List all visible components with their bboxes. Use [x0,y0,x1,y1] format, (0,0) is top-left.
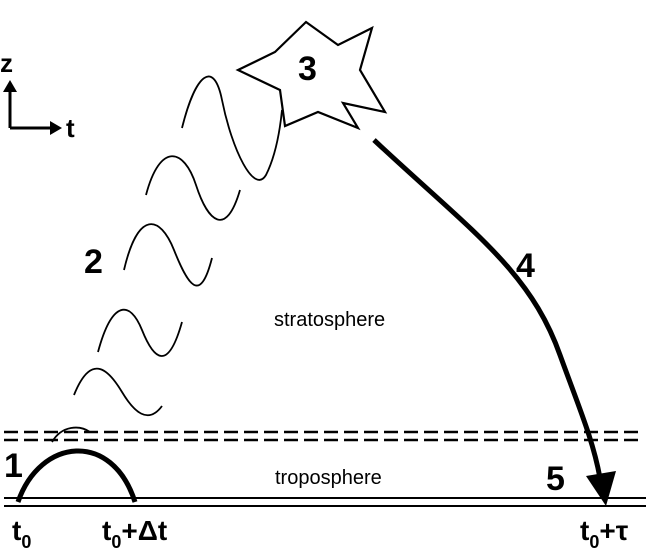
tdt-tail: +Δt [121,515,167,546]
tdt-sub: 0 [111,532,121,552]
t0-sub: 0 [21,532,31,552]
axis-indicator: z t [0,48,75,143]
wave-1 [51,426,91,443]
step-2-waves [51,75,283,443]
ttau-sub: 0 [589,532,599,552]
time-mark-t0: t0 [12,515,31,552]
time-mark-t0-plus-tau: t0+τ [580,515,629,552]
step-4-label: 4 [516,247,535,285]
time-mark-t0-plus-dt: t0+Δt [102,515,167,552]
tropopause [4,430,642,442]
step-5-label: 5 [546,460,565,498]
wave-3 [97,308,183,357]
descent-curve [372,138,603,479]
wave-6 [181,75,283,181]
ground [4,497,646,507]
step-1-arc [15,448,138,503]
troposphere-label: troposphere [275,467,382,489]
step-3-star [235,20,388,131]
step-3-label: 3 [298,50,317,88]
stratosphere-label: stratosphere [274,309,385,331]
step-1-label: 1 [4,447,23,485]
tdt-main: t [102,515,111,546]
t-axis-label: t [66,113,75,143]
ttau-main: t [580,515,589,546]
descent-arrowhead [586,471,616,506]
wave-4 [123,223,213,287]
z-arrowhead [3,80,17,92]
wave-5 [145,155,241,221]
step-2-label: 2 [84,243,103,281]
step-4-descent [372,138,616,506]
ttau-tail: +τ [599,515,628,546]
z-axis-label: z [0,48,13,78]
wave-2 [73,367,163,417]
t0-main: t [12,515,21,546]
t-arrowhead [50,121,62,135]
